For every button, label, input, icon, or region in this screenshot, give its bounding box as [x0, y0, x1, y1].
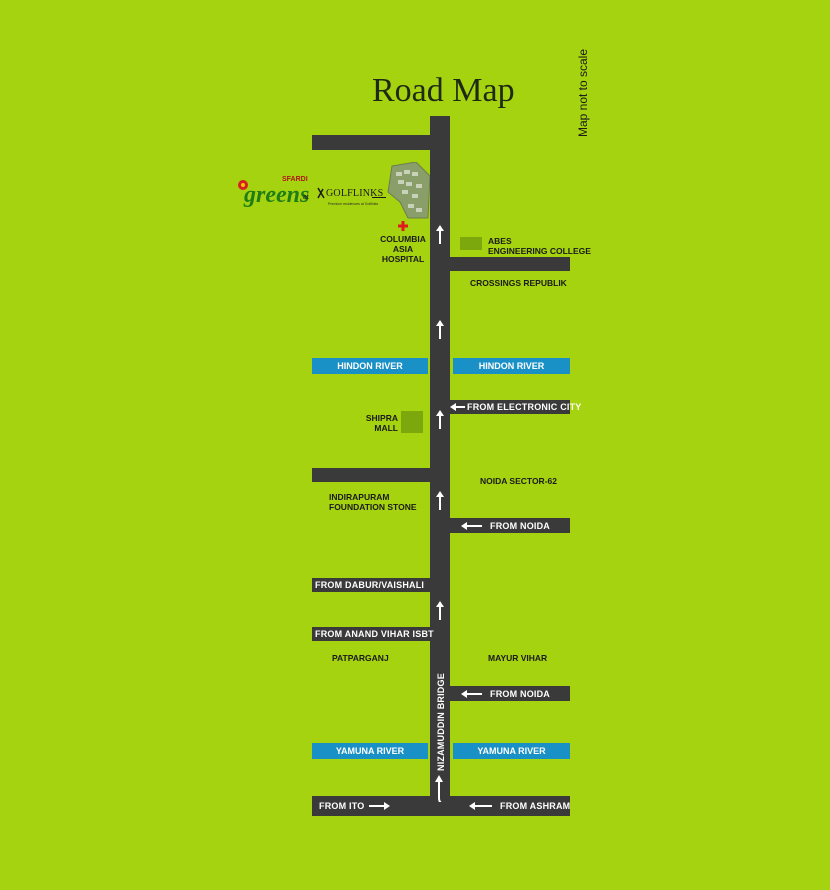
map-title: Road Map — [372, 72, 515, 109]
up-arrow — [436, 320, 444, 339]
abes-marker — [460, 237, 482, 250]
anand-vihar-road — [312, 627, 430, 641]
top-road-left — [312, 135, 430, 150]
flower-icon — [238, 180, 248, 190]
sfardi-greens-logo: SFARDI greens at — [236, 174, 316, 218]
sfardi-label: SFARDI — [282, 176, 308, 183]
dabur-label: FROM DABUR/VAISHALI — [315, 580, 425, 590]
up-arrow — [436, 225, 444, 244]
hindon-river-left: HINDON RIVER — [312, 358, 428, 374]
mayur-vihar-label: MAYUR VIHAR — [488, 653, 548, 663]
site-plan-image — [386, 161, 431, 220]
shipra-marker — [401, 411, 423, 433]
left-arrow — [461, 690, 482, 698]
noida-label-2: FROM NOIDA — [490, 689, 550, 699]
left-arrow — [461, 522, 482, 530]
golflinks-logo: GOLFLINKS Premium residences at Golflink… — [316, 186, 396, 210]
dabur-road — [312, 578, 430, 592]
indirapuram-label: INDIRAPURAM FOUNDATION STONE — [329, 492, 417, 512]
electronic-city-label: FROM ELECTRONIC CITY — [467, 402, 582, 412]
up-arrow — [436, 410, 444, 429]
electronic-city-road — [450, 400, 570, 414]
hospital-label: COLUMBIA ASIA HOSPITAL — [380, 234, 426, 264]
left-arrow — [450, 403, 465, 411]
right-arrow — [369, 802, 390, 810]
patparganj-label: PATPARGANJ — [332, 653, 389, 663]
noida-road-1 — [450, 518, 570, 533]
yamuna-river-right: YAMUNA RIVER — [453, 743, 570, 759]
ashram-label: FROM ASHRAM — [500, 801, 571, 811]
bridge-label: NIZAMUDDIN BRIDGE — [436, 673, 446, 771]
noida-road-2 — [450, 686, 570, 701]
abes-label: ABES ENGINEERING COLLEGE — [488, 236, 591, 256]
shipra-label: SHIPRA MALL — [365, 413, 398, 433]
golflinks-tagline: Premium residences at Golflinks — [328, 202, 379, 206]
up-arrow — [436, 491, 444, 510]
yamuna-river-left: YAMUNA RIVER — [312, 743, 428, 759]
crossings-label: CROSSINGS REPUBLIK — [470, 278, 567, 288]
golfer-icon — [317, 187, 325, 199]
hospital-cross-icon — [398, 221, 408, 231]
turn-arrow-icon — [435, 775, 443, 802]
noida-label-1: FROM NOIDA — [490, 521, 550, 531]
main-road — [430, 116, 450, 816]
up-arrow — [436, 601, 444, 620]
pointer-line — [372, 197, 386, 198]
ito-label: FROM ITO — [319, 801, 365, 811]
noida62-label: NOIDA SECTOR-62 — [480, 476, 557, 486]
crossings-road — [450, 257, 570, 271]
bottom-road — [312, 796, 570, 816]
at-label: at — [303, 194, 309, 201]
left-arrow — [469, 802, 492, 810]
greens-label: greens — [244, 182, 310, 208]
hindon-river-right: HINDON RIVER — [453, 358, 570, 374]
anand-vihar-label: FROM ANAND VIHAR ISBT — [315, 629, 434, 639]
indirapuram-road — [312, 468, 430, 482]
scale-note: Map not to scale — [576, 48, 590, 138]
golflinks-label: GOLFLINKS — [326, 188, 384, 199]
